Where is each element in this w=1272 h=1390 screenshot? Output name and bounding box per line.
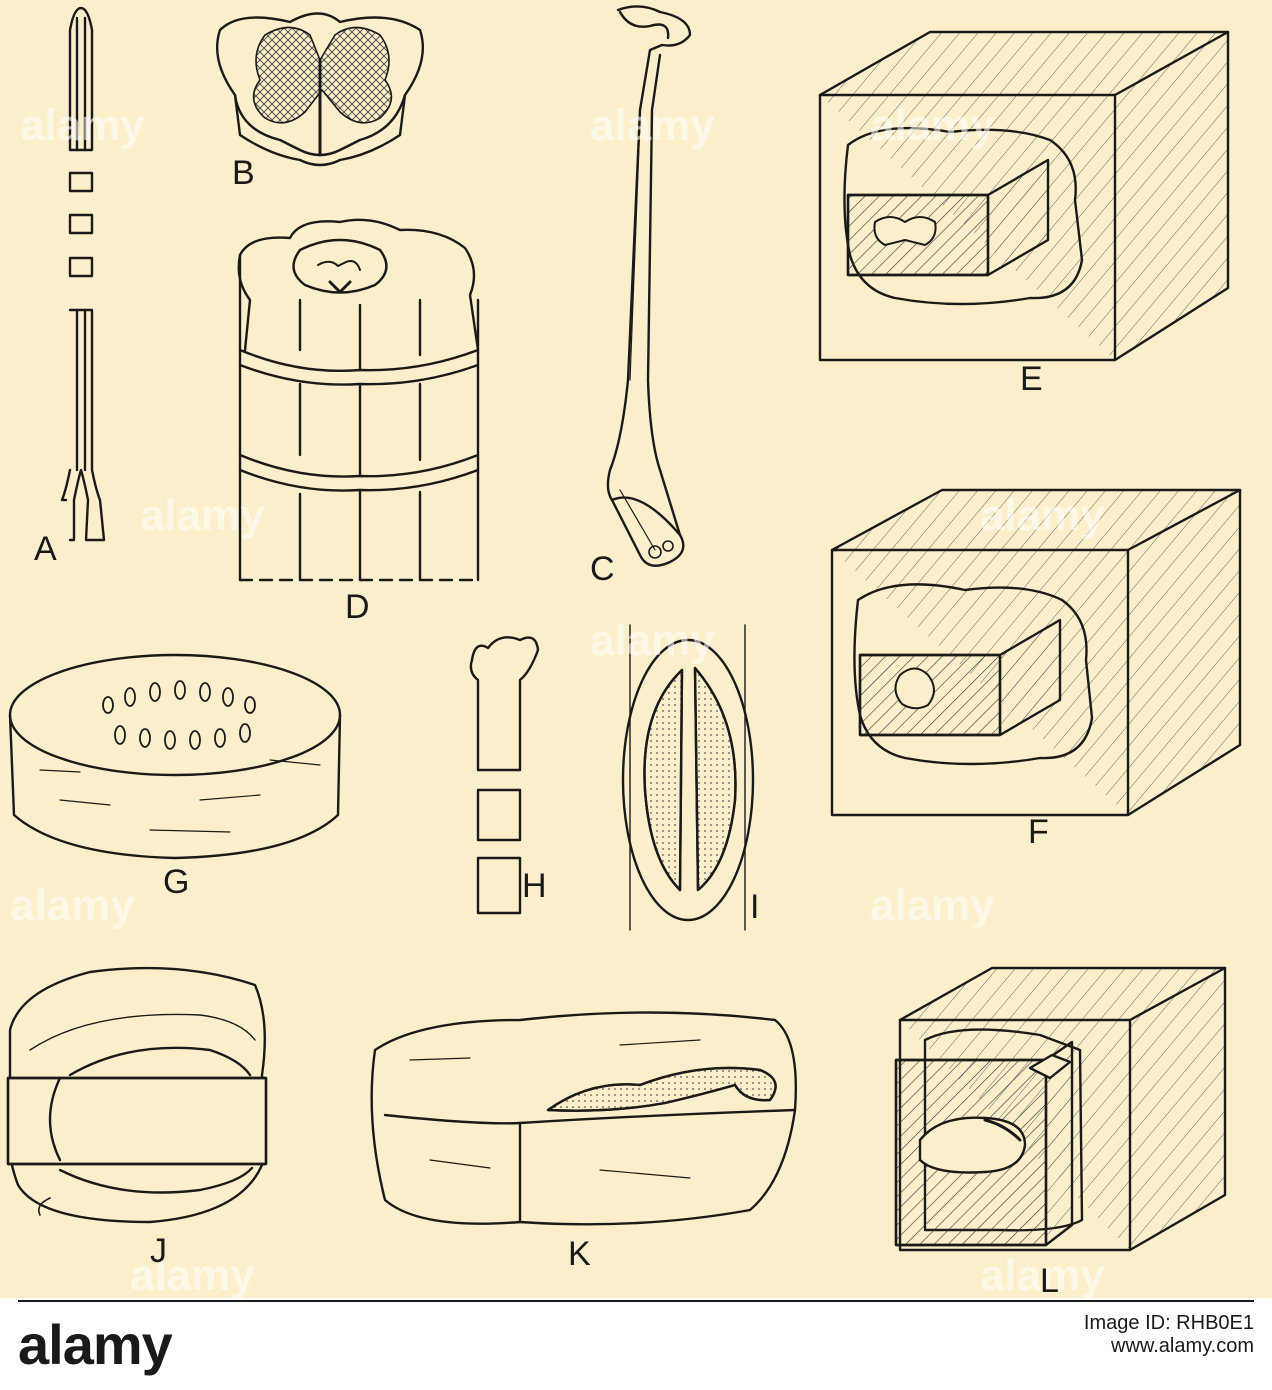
watermark-text: alamy [590,616,715,665]
watermark-layer: alamy alamy alamy alamy alamy alamy alam… [10,101,1105,1298]
drawing-j-tissue-band [6,966,268,1224]
figure-drawing: alamy alamy alamy alamy alamy alamy alam… [6,5,1242,1298]
watermark-text: alamy [20,101,145,150]
footer-url: www.alamy.com [1111,1335,1254,1357]
figure-plate: alamy alamy alamy alamy alamy alamy alam… [0,0,1272,1298]
footer-logo: alamy [18,1313,173,1376]
drawing-c-cord-strand [606,5,692,567]
watermark-text: alamy [140,491,265,540]
drawing-h-cord-pieces [469,636,540,915]
stock-footer: alamy Image ID: RHB0E1 www.alamy.com [0,1298,1272,1390]
panel-label-d: D [345,588,370,626]
panel-label-i: I [750,888,759,926]
watermark-text: alamy [870,881,995,930]
panel-label-b: B [232,154,255,192]
watermark-text: alamy [10,881,135,930]
panel-label-g: G [163,863,189,901]
panel-label-k: K [568,1235,591,1273]
panel-label-h: H [522,867,547,905]
footer-info: Image ID: RHB0E1 www.alamy.com [1084,1312,1254,1358]
drawing-e-embedding-box [818,30,1230,362]
panel-label-j: J [150,1232,167,1270]
drawing-d-stacked-segments [237,218,480,582]
image-id: Image ID: RHB0E1 [1083,1312,1254,1334]
panel-label-c: C [590,550,615,588]
watermark-text: alamy [130,1251,255,1298]
panel-label-a: A [34,530,57,568]
panel-label-f: F [1028,813,1049,851]
watermark-text: alamy [870,101,995,150]
drawing-i-longitudinal-section [621,624,755,931]
drawing-b-cross-section [216,12,424,167]
footer-divider [18,1300,1254,1302]
watermark-text: alamy [590,101,715,150]
watermark-text: alamy [980,491,1105,540]
drawing-g-disk [8,653,342,860]
panel-label-l: L [1040,1262,1059,1298]
watermark-text: alamy [980,1251,1105,1298]
drawing-k-slab [370,1011,797,1226]
drawing-l-embedding-box [894,966,1227,1252]
panel-label-e: E [1020,360,1043,398]
drawing-a-cord-segments [60,6,106,542]
drawing-f-embedding-box [830,488,1242,817]
